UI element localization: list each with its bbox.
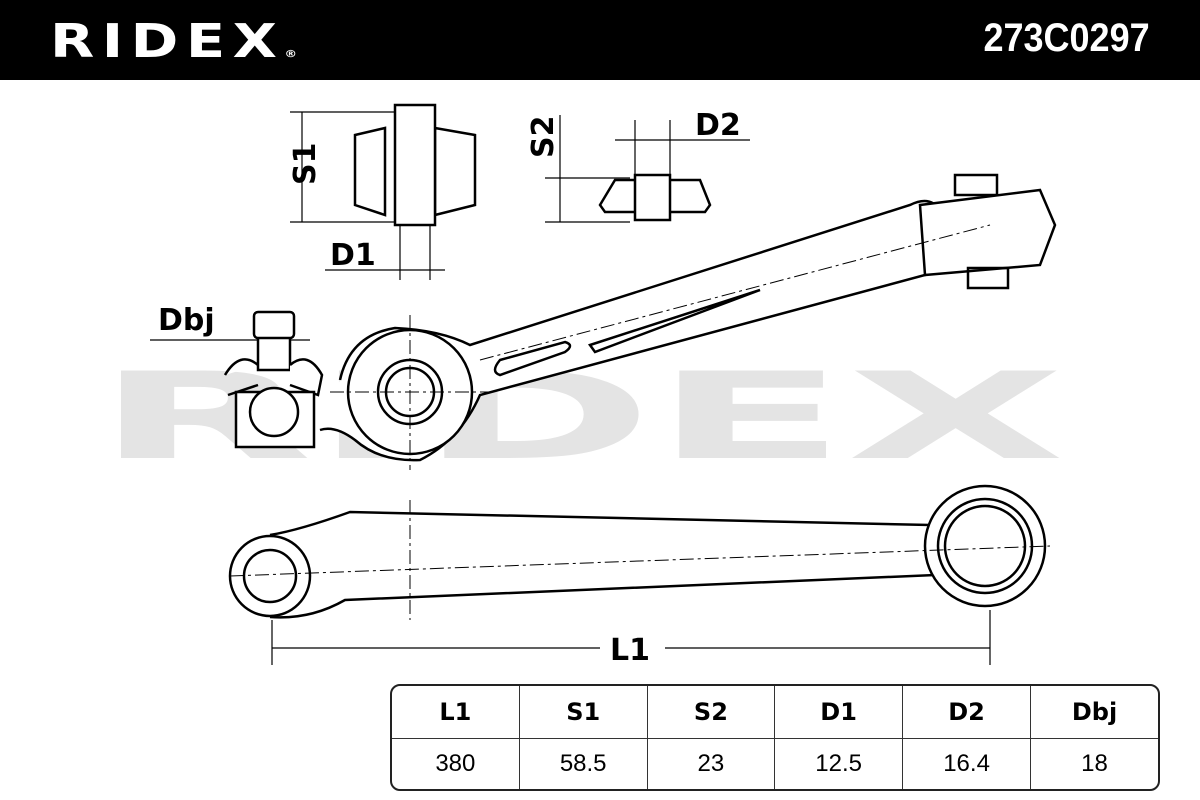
header-cell: D2	[903, 686, 1032, 739]
value-cell: 380	[392, 739, 520, 789]
header-cell: S2	[647, 686, 776, 739]
label-d1: D1	[330, 238, 376, 273]
table-header-row: L1 S1 S2 D1 D2 Dbj	[392, 686, 1158, 739]
value-cell: 12.5	[775, 739, 904, 789]
technical-drawing: RIDEX S1 D1	[95, 103, 1065, 668]
header-bar: RIDEX® 273C0297	[0, 0, 1200, 80]
label-d2: D2	[695, 108, 741, 143]
brand-name: RIDEX	[50, 14, 285, 68]
bushing-s1-view	[353, 103, 477, 227]
part-number: 273C0297	[983, 16, 1150, 60]
header-cell: Dbj	[1031, 686, 1158, 739]
value-cell: 18	[1081, 750, 1108, 777]
table-row: 380 58.5 23 12.5 16.4 18	[392, 739, 1158, 789]
lower-arm-view	[228, 484, 1047, 619]
s2-d2-dimension	[545, 115, 750, 223]
bushing-s2-view	[598, 173, 712, 222]
value-cell: 16.4	[903, 739, 1032, 789]
s1-dimension	[290, 111, 445, 280]
label-l1: L1	[610, 633, 650, 668]
header-cell: S1	[519, 686, 648, 739]
header-cell: L1	[392, 686, 520, 739]
value-cell: 58.5	[520, 739, 648, 789]
l1-dimension	[271, 610, 991, 665]
label-dbj: Dbj	[158, 303, 215, 338]
registered-mark: ®	[284, 49, 298, 60]
brand-logo: RIDEX®	[50, 14, 297, 68]
label-s2: S2	[526, 116, 561, 158]
label-s1: S1	[288, 143, 323, 185]
header-cell: D1	[775, 686, 904, 739]
value-cell: 23	[648, 739, 776, 789]
spec-table: L1 S1 S2 D1 D2 Dbj 380 58.5 23 12.5 16.4…	[390, 684, 1160, 791]
